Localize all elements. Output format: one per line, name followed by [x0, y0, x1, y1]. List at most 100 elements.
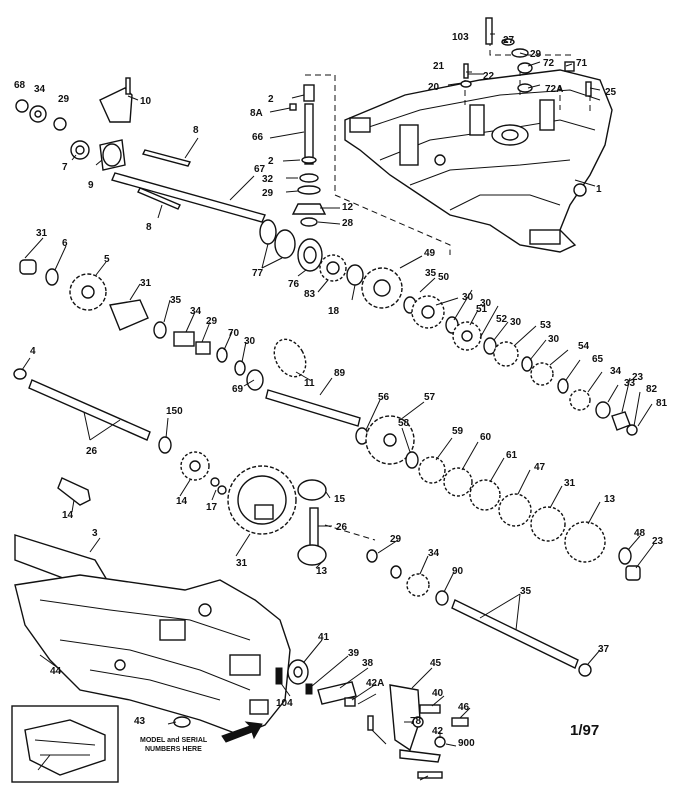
- part-label: 65: [592, 354, 604, 365]
- part-label: 34: [34, 84, 46, 95]
- part-label: 29: [390, 534, 402, 545]
- part-label: 30: [510, 317, 522, 328]
- part-label: 83: [304, 289, 316, 300]
- part-label: 3: [92, 528, 98, 539]
- part-label: 68: [14, 80, 26, 91]
- top-left-parts: [15, 77, 133, 171]
- part-label: 7: [62, 162, 68, 173]
- part-label: 59: [452, 426, 464, 437]
- part-label: 4: [30, 346, 36, 357]
- part-label: 29: [206, 316, 218, 327]
- part-label: 26: [86, 446, 98, 457]
- part-label: 56: [378, 392, 390, 403]
- part-label: 28: [342, 218, 354, 229]
- part-label: 34: [190, 306, 202, 317]
- part-label: 82: [646, 384, 658, 395]
- part-label: 57: [424, 392, 436, 403]
- part-label: 42A: [366, 678, 384, 689]
- part-label: 29: [58, 94, 70, 105]
- part-label: 23: [652, 536, 664, 547]
- part-label: 9: [88, 180, 94, 191]
- part-label: 41: [318, 632, 330, 643]
- part-label: 18: [328, 306, 340, 317]
- part-label: 34: [428, 548, 440, 559]
- part-label: 15: [334, 494, 346, 505]
- shaft-47: [13, 368, 172, 454]
- part-label: 21: [433, 61, 445, 72]
- part-label: 51: [476, 304, 488, 315]
- part-label: 11: [304, 378, 315, 389]
- left-middle-parts: [19, 259, 264, 391]
- part-label: 20: [428, 82, 440, 93]
- part-label: 30: [480, 298, 492, 309]
- part-label: 76: [288, 279, 300, 290]
- brake-assembly: [275, 659, 469, 779]
- part-label: 13: [316, 566, 328, 577]
- gear-row-1: [259, 219, 364, 286]
- part-label: 48: [634, 528, 646, 539]
- part-label: 44: [50, 666, 62, 677]
- part-label: 103: [452, 32, 469, 43]
- part-label: 37: [598, 644, 610, 655]
- part-label: 29: [262, 188, 274, 199]
- part-label: 78: [410, 716, 422, 727]
- part-label: 58: [398, 418, 410, 429]
- part-label: 67: [254, 164, 266, 175]
- part-label: 34: [610, 366, 622, 377]
- part-label: 23: [632, 372, 644, 383]
- part-label: 12: [342, 202, 354, 213]
- model-serial-note-line2: NUMBERS HERE: [145, 746, 202, 753]
- date-code: 1/97: [570, 722, 599, 739]
- part-label: 25: [605, 87, 617, 98]
- part-label: 22: [483, 71, 495, 82]
- differential-pinions: [297, 479, 376, 566]
- inset-900: [11, 705, 119, 783]
- part-label: 30: [548, 334, 560, 345]
- part-label: 31: [236, 558, 248, 569]
- ring-gear-15: [227, 465, 297, 535]
- part-label: 29: [530, 49, 542, 60]
- part-label: 39: [348, 648, 360, 659]
- shaft-66-stack: [289, 84, 327, 227]
- part-label: 61: [506, 450, 518, 461]
- upper-housing: [344, 69, 613, 253]
- part-label: 69: [232, 384, 244, 395]
- part-label: 38: [362, 658, 374, 669]
- part-label: 89: [334, 368, 346, 379]
- part-label: 2: [268, 156, 274, 167]
- part-label: 77: [252, 268, 264, 279]
- part-label: 70: [228, 328, 240, 339]
- part-label: 31: [564, 478, 576, 489]
- gear-row-4: [366, 549, 449, 606]
- part-label: 8: [146, 222, 152, 233]
- part-label: 72: [543, 58, 555, 69]
- part-label: 47: [534, 462, 546, 473]
- part-label: 32: [262, 174, 274, 185]
- shaft-67: [111, 149, 266, 223]
- part-label: 60: [480, 432, 492, 443]
- model-serial-note-line1: MODEL and SERIAL: [140, 737, 208, 744]
- lower-housing: [14, 574, 291, 736]
- part-label: 14: [62, 510, 74, 521]
- part-label: 35: [170, 295, 182, 306]
- part-label: 46: [458, 702, 470, 713]
- part-label: 66: [252, 132, 264, 143]
- part-label: 8: [193, 125, 199, 136]
- part-label: 6: [62, 238, 68, 249]
- gear-row-3: [355, 415, 641, 581]
- part-label: 104: [276, 698, 293, 709]
- part-label: 13: [604, 494, 616, 505]
- part-label: 42: [432, 726, 444, 737]
- gear-row-2: [361, 267, 638, 436]
- part-label: 10: [140, 96, 152, 107]
- part-label: 26: [336, 522, 348, 533]
- part-label: 45: [430, 658, 442, 669]
- part-label: 900: [458, 738, 475, 749]
- part-label: 27: [503, 35, 515, 46]
- part-label: 90: [452, 566, 464, 577]
- part-label: 5: [104, 254, 110, 265]
- part-label: 33: [624, 378, 636, 389]
